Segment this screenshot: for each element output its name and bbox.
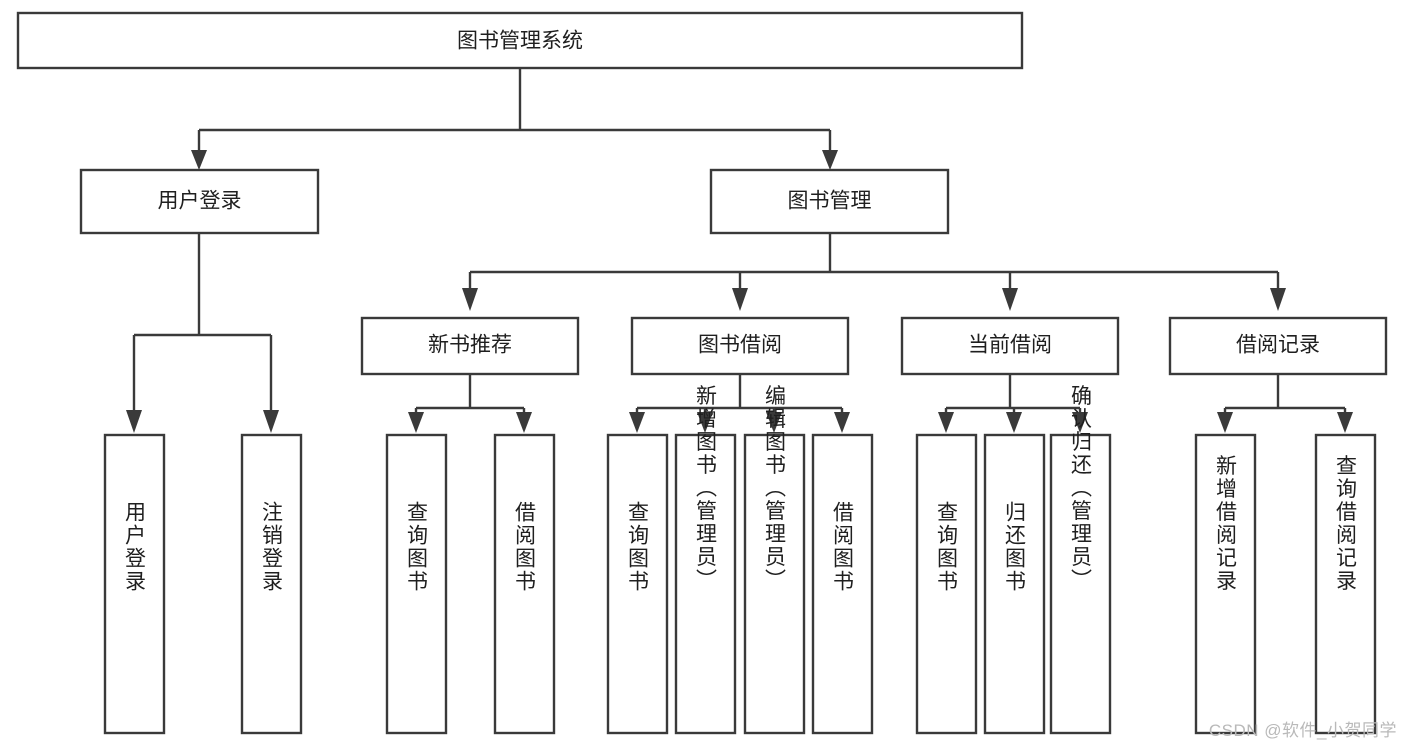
node-leaf-add-record[interactable]: 新增借阅记录 — [1194, 433, 1257, 735]
node-leaf-borrow-book-1-box[interactable] — [493, 433, 556, 735]
arrow-leaf-confirm-return — [1072, 412, 1088, 433]
node-new-book-rec-label: 新书推荐 — [428, 334, 512, 357]
arrow-to-book-borrow — [732, 288, 748, 311]
node-leaf-return-book-box[interactable] — [983, 433, 1046, 735]
node-current-borrow-label: 当前借阅 — [968, 334, 1052, 357]
node-root[interactable]: 图书管理系统 — [16, 11, 1024, 70]
arrow-leaf-borrow-book-2 — [834, 412, 850, 433]
node-current-borrow-box[interactable] — [900, 316, 1120, 376]
node-leaf-edit-book-box[interactable] — [743, 433, 806, 735]
node-leaf-borrow-book-2-box[interactable] — [811, 433, 874, 735]
node-leaf-add-record-box[interactable] — [1194, 433, 1257, 735]
node-leaf-query-book-2-label: 查询图书 — [626, 501, 650, 593]
node-leaf-borrow-book-1[interactable]: 借阅图书 — [493, 433, 556, 735]
arrow-leaf-query-record — [1337, 412, 1353, 433]
node-leaf-edit-book[interactable]: 编辑图书（管理员） — [743, 385, 806, 735]
csdn-watermark: CSDN @软件_小贺同学 — [1208, 721, 1397, 740]
node-leaf-confirm-return-label: 确认归还（管理员） — [1069, 385, 1093, 592]
arrow-leaf-query-book-3 — [938, 412, 954, 433]
node-leaf-query-book-2-box[interactable] — [606, 433, 669, 735]
node-leaf-user-login-box[interactable] — [103, 433, 166, 735]
node-leaf-logout[interactable]: 注销登录 — [240, 433, 303, 735]
arrow-to-user-login — [191, 150, 207, 170]
connector-layer — [126, 68, 1353, 433]
node-leaf-add-book-label: 新增图书（管理员） — [694, 385, 718, 592]
node-user-login-label: 用户登录 — [158, 190, 242, 213]
node-leaf-borrow-book-2-label: 借阅图书 — [831, 501, 855, 593]
node-leaf-add-book[interactable]: 新增图书（管理员） — [674, 385, 737, 735]
node-new-book-rec[interactable]: 新书推荐 — [360, 316, 580, 376]
arrow-leaf-edit-book — [766, 412, 782, 433]
node-leaf-return-book[interactable]: 归还图书 — [983, 433, 1046, 735]
node-leaf-confirm-return-box[interactable] — [1049, 433, 1112, 735]
node-leaf-add-record-label: 新增借阅记录 — [1214, 455, 1238, 593]
node-leaf-query-book-3-box[interactable] — [915, 433, 978, 735]
node-leaf-edit-book-label: 编辑图书（管理员） — [763, 385, 787, 592]
arrow-leaf-return-book — [1006, 412, 1022, 433]
node-book-manage-label: 图书管理 — [788, 190, 872, 213]
node-borrow-record-label: 借阅记录 — [1236, 334, 1320, 357]
node-leaf-logout-box[interactable] — [240, 433, 303, 735]
node-leaf-query-book-2[interactable]: 查询图书 — [606, 433, 669, 735]
node-book-borrow[interactable]: 图书借阅 — [630, 316, 850, 376]
node-book-manage-box[interactable] — [709, 168, 950, 235]
arrow-to-current-borrow — [1002, 288, 1018, 311]
arrow-leaf-user-login — [126, 410, 142, 433]
node-leaf-query-book-3[interactable]: 查询图书 — [915, 433, 978, 735]
node-current-borrow[interactable]: 当前借阅 — [900, 316, 1120, 376]
arrow-to-new-book-rec — [462, 288, 478, 311]
node-leaf-query-book-1-box[interactable] — [385, 433, 448, 735]
node-leaf-confirm-return[interactable]: 确认归还（管理员） — [1049, 385, 1112, 735]
node-borrow-record[interactable]: 借阅记录 — [1168, 316, 1388, 376]
node-leaf-query-book-1[interactable]: 查询图书 — [385, 433, 448, 735]
arrow-leaf-add-record — [1217, 412, 1233, 433]
node-leaf-return-book-label: 归还图书 — [1003, 501, 1027, 593]
node-leaf-query-book-1-label: 查询图书 — [405, 501, 429, 593]
arrow-leaf-query-book-2 — [629, 412, 645, 433]
node-book-manage[interactable]: 图书管理 — [709, 168, 950, 235]
node-borrow-record-box[interactable] — [1168, 316, 1388, 376]
node-leaf-query-book-3-label: 查询图书 — [935, 501, 959, 593]
arrow-leaf-query-book-1 — [408, 412, 424, 433]
node-leaf-query-record[interactable]: 查询借阅记录 — [1314, 433, 1377, 735]
node-leaf-borrow-book-1-label: 借阅图书 — [513, 501, 537, 593]
node-leaf-user-login[interactable]: 用户登录 — [103, 433, 166, 735]
arrow-to-borrow-record — [1270, 288, 1286, 311]
node-book-borrow-label: 图书借阅 — [698, 334, 782, 357]
arrow-to-book-manage — [822, 150, 838, 170]
arrow-leaf-add-book — [697, 412, 713, 433]
node-leaf-user-login-label: 用户登录 — [123, 501, 147, 593]
node-leaf-add-book-box[interactable] — [674, 433, 737, 735]
node-root-label: 图书管理系统 — [457, 30, 583, 53]
node-new-book-rec-box[interactable] — [360, 316, 580, 376]
node-leaf-borrow-book-2[interactable]: 借阅图书 — [811, 433, 874, 735]
node-user-login[interactable]: 用户登录 — [79, 168, 320, 235]
node-book-borrow-box[interactable] — [630, 316, 850, 376]
node-leaf-logout-label: 注销登录 — [260, 501, 284, 593]
node-leaf-query-record-box[interactable] — [1314, 433, 1377, 735]
arrow-leaf-logout — [263, 410, 279, 433]
node-root-box[interactable] — [16, 11, 1024, 70]
node-user-login-box[interactable] — [79, 168, 320, 235]
arrow-leaf-borrow-book-1 — [516, 412, 532, 433]
node-leaf-query-record-label: 查询借阅记录 — [1334, 455, 1358, 593]
